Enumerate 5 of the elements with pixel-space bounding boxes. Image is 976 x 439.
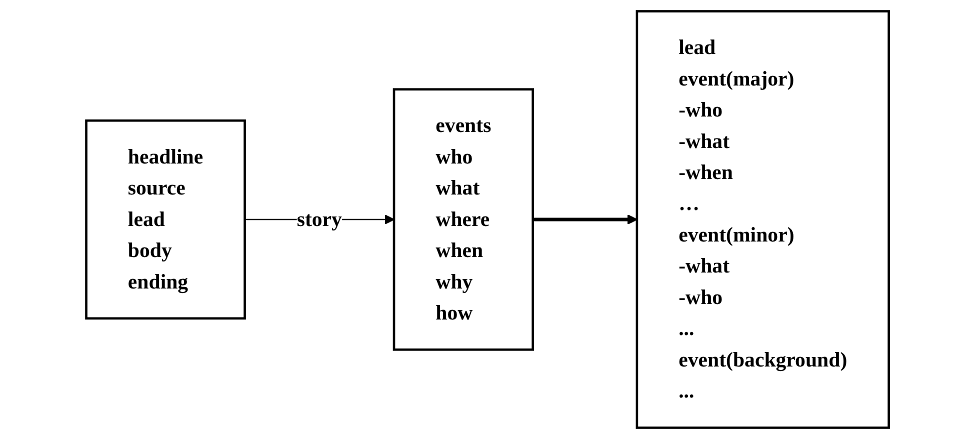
arrow: [533, 214, 638, 225]
edge-label: story: [297, 207, 342, 230]
node-box: headline source lead body ending: [86, 119, 246, 320]
node-box: events who what where when why how: [393, 88, 534, 351]
node-box: lead event(major) -who -what -when … event(minor) -what -who ... event(background) ...: [636, 10, 890, 429]
